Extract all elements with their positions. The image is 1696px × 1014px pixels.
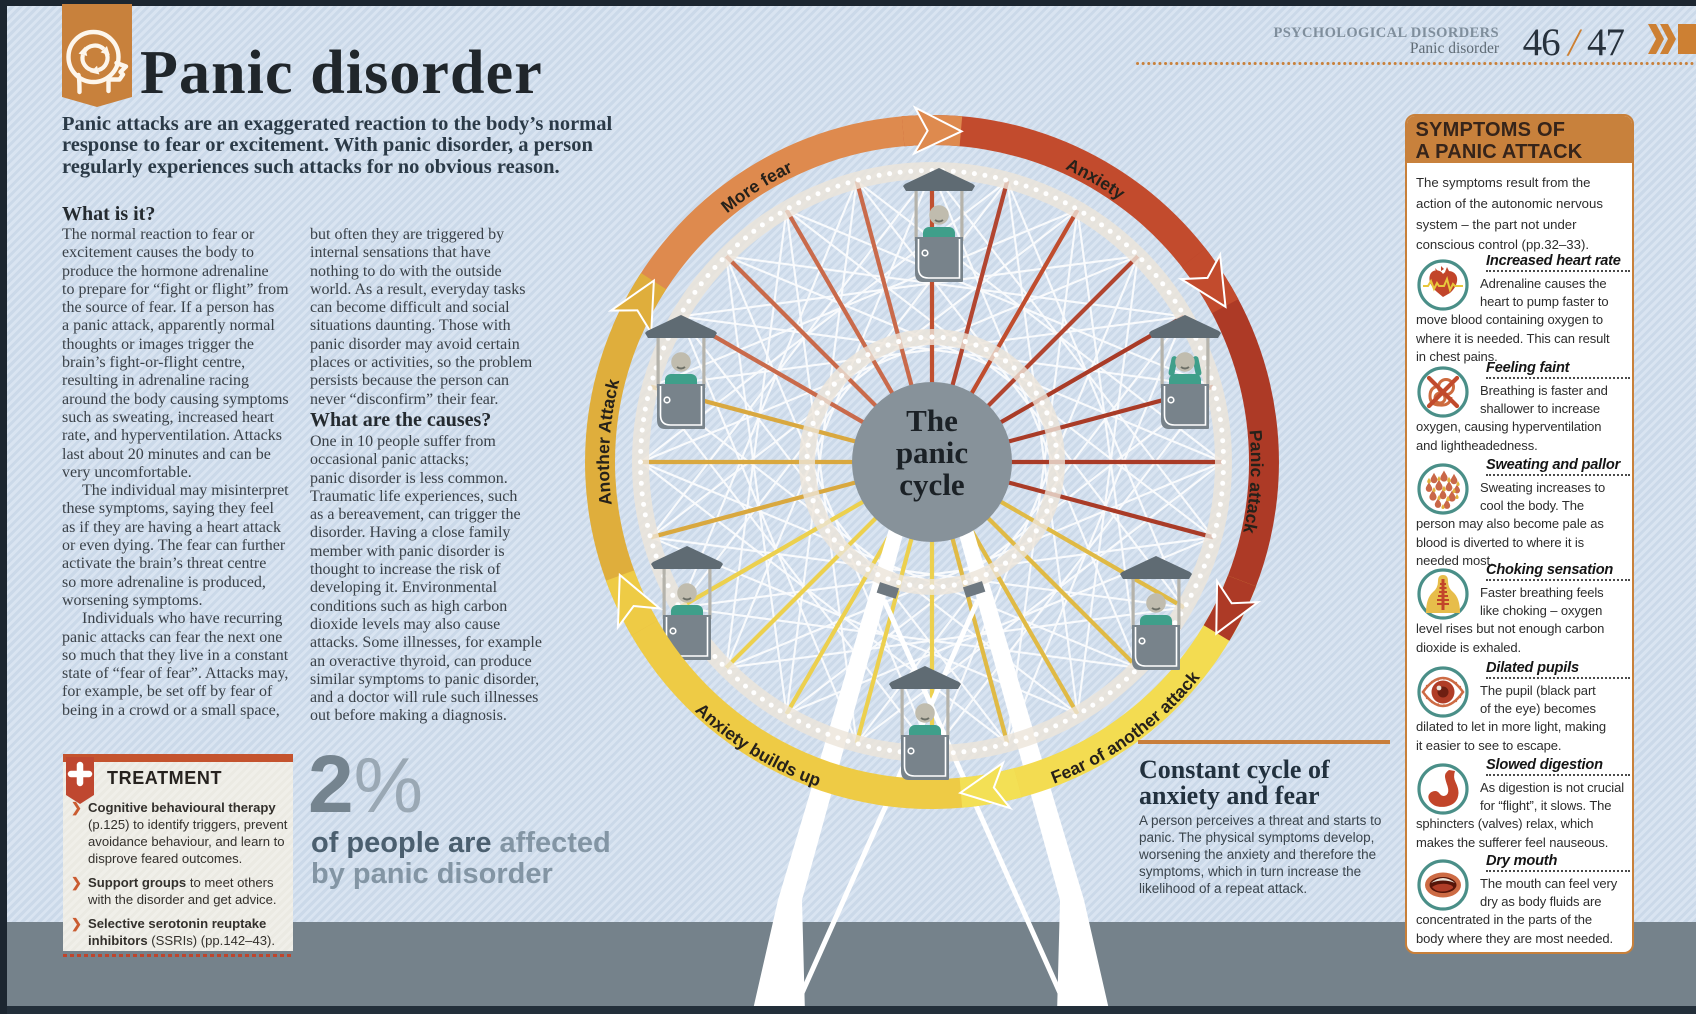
svg-text:panic: panic bbox=[896, 435, 968, 470]
svg-text:cycle: cycle bbox=[899, 467, 964, 502]
svg-text:Anxiety builds up: Anxiety builds up bbox=[692, 699, 824, 790]
svg-text:The: The bbox=[906, 403, 958, 438]
